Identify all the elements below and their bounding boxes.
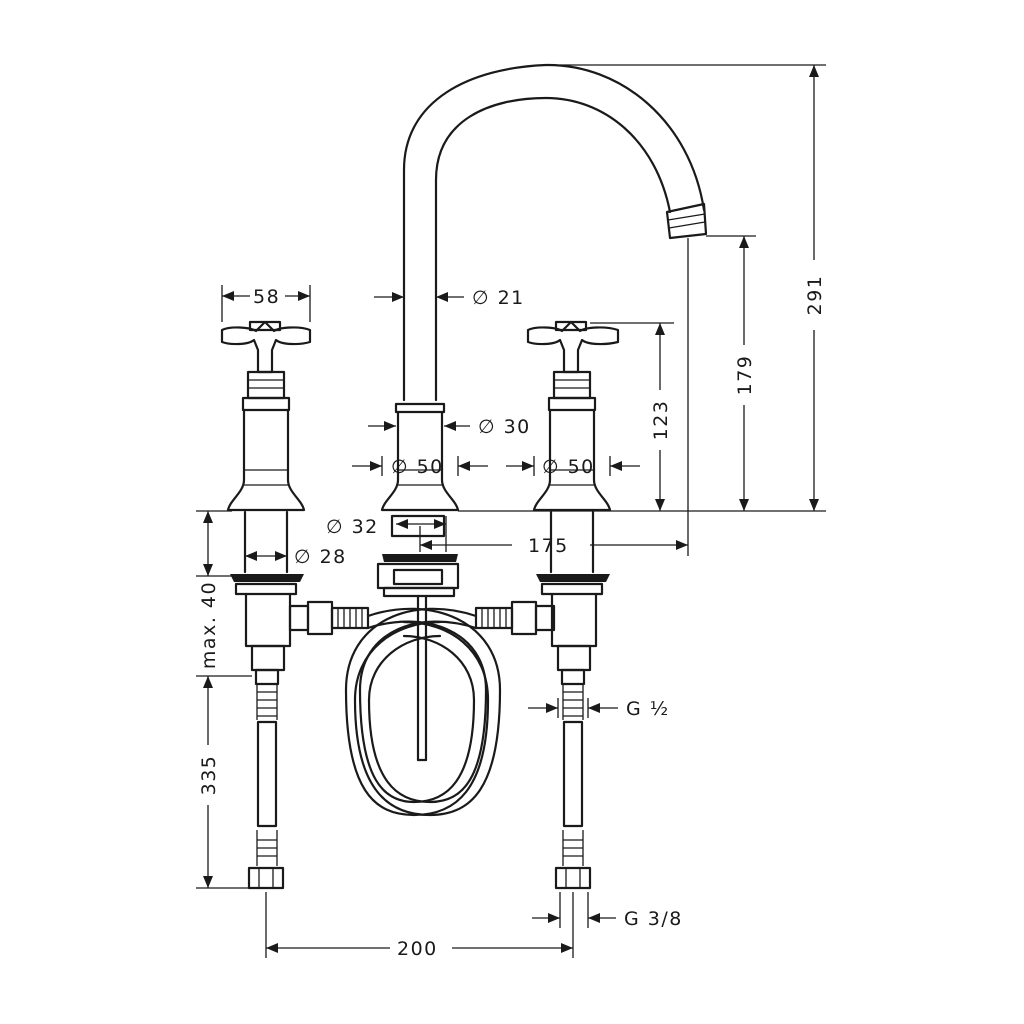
left-valve-body: [226, 370, 306, 512]
label-spout-tube-dia: ∅ 21: [472, 287, 525, 309]
label-hole-dia-side: ∅ 28: [294, 546, 347, 568]
hose-loop: [344, 607, 502, 817]
label-body-dia-right: ∅ 50: [542, 456, 595, 478]
dimension-labels: 58 ∅ 21 ∅ 30 ∅ 50 ∅ 50 ∅ 32 ∅ 28 175 G ½…: [198, 275, 826, 960]
left-underdeck: [230, 510, 304, 890]
dimension-lines: [196, 64, 826, 958]
label-outlet-height: 179: [734, 355, 756, 396]
spout: [402, 63, 708, 402]
label-handle-width: 58: [253, 286, 280, 308]
right-underdeck: [536, 510, 610, 890]
left-connector: [288, 600, 370, 636]
label-inlet-thread: G ½: [626, 698, 670, 720]
label-total-height: 291: [804, 275, 826, 316]
label-valve-spacing: 200: [397, 938, 438, 960]
right-valve-body: [532, 370, 612, 512]
left-cross-handle: [220, 320, 312, 374]
label-body-dia-left: ∅ 50: [391, 456, 444, 478]
label-supply-thread: G 3/8: [624, 908, 683, 930]
label-handle-height: 123: [650, 400, 672, 441]
label-spout-reach: 175: [528, 535, 569, 557]
label-hole-dia-center: ∅ 32: [326, 516, 379, 538]
label-spout-base-dia: ∅ 30: [478, 416, 531, 438]
right-connector: [474, 600, 556, 636]
spout-body: [380, 402, 460, 512]
label-hose-length: 335: [198, 755, 220, 796]
right-cross-handle: [526, 320, 620, 374]
label-deck-thickness: max. 40: [198, 581, 220, 669]
